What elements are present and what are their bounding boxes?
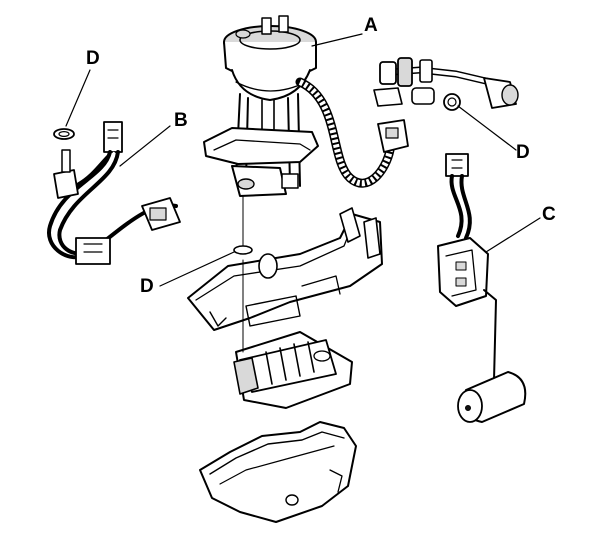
label-d-top-left: D — [86, 48, 100, 69]
pump-cradle — [233, 259, 353, 409]
label-b: B — [174, 110, 188, 131]
part-c-level-sender — [437, 153, 527, 423]
label-d-center: D — [140, 276, 154, 297]
leader-lines — [65, 33, 541, 287]
reservoir-lid — [187, 207, 383, 331]
washer-d-right — [443, 93, 461, 111]
label-c: C — [542, 204, 556, 225]
part-a-pump-assembly — [203, 15, 409, 247]
washer-d-top-left — [53, 128, 75, 140]
label-d-right: D — [516, 142, 530, 163]
fuel-line-fittings — [373, 57, 519, 109]
label-a: A — [364, 15, 378, 36]
reservoir-bowl — [199, 421, 357, 523]
part-b-wire-harness — [47, 121, 181, 265]
